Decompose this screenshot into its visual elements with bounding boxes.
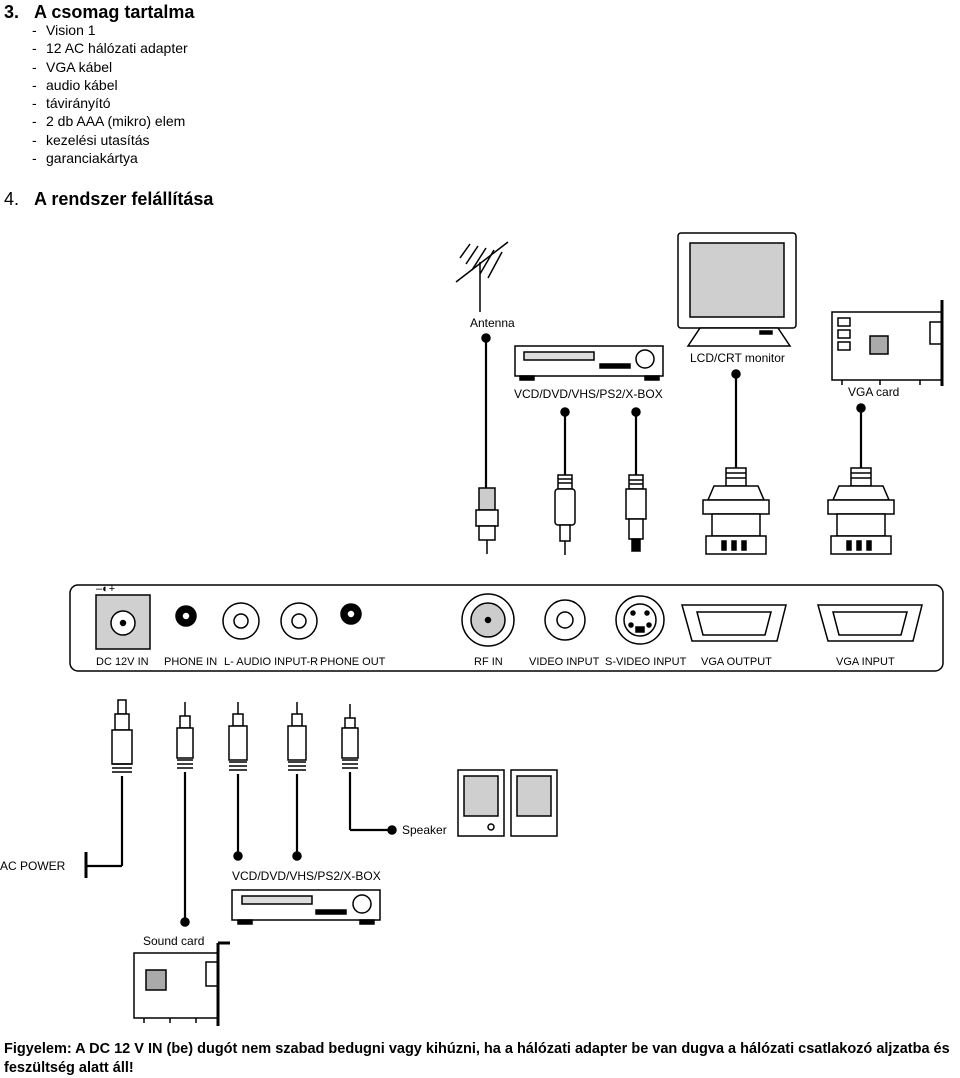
- vga-plug-monitor-icon: [702, 467, 770, 555]
- back-panel: [69, 584, 944, 672]
- section-3-heading: 3. A csomag tartalma: [4, 2, 194, 23]
- port-label: L- AUDIO INPUT-R: [224, 656, 318, 668]
- list-item: VGA kábel: [32, 58, 188, 76]
- bottom-player-icon: [231, 889, 381, 925]
- section-3-title: A csomag tartalma: [34, 2, 195, 22]
- section-4-heading: 4. A rendszer felállítása: [4, 189, 213, 210]
- list-item: kezelési utasítás: [32, 131, 188, 149]
- port-label: VIDEO INPUT: [529, 656, 600, 668]
- phone-plug-icon: [176, 702, 194, 927]
- phone-out-plug-icon: [341, 704, 397, 835]
- list-item: 2 db AAA (mikro) elem: [32, 112, 188, 130]
- list-item: 12 AC hálózati adapter: [32, 39, 188, 57]
- list-item: audio kábel: [32, 76, 188, 94]
- port-label: VGA OUTPUT: [701, 656, 772, 668]
- port-label: PHONE IN: [164, 656, 217, 668]
- port-label: RF IN: [474, 656, 503, 668]
- sound-card-label: Sound card: [143, 934, 204, 948]
- list-item: Vision 1: [32, 21, 188, 39]
- rf-plug-icon: [475, 487, 499, 554]
- connection-diagram: Antenna VCD/DVD/VHS/PS2/X-BOX LCD/CRT mo…: [0, 232, 944, 1026]
- port-label: DC 12V IN: [96, 656, 149, 668]
- top-player-label: VCD/DVD/VHS/PS2/X-BOX: [514, 387, 663, 401]
- dc-plug-icon: [84, 699, 133, 878]
- list-item: távirányító: [32, 94, 188, 112]
- monitor-label: LCD/CRT monitor: [690, 351, 785, 365]
- section-3-number: 3.: [4, 2, 20, 22]
- port-label: S-VIDEO INPUT: [605, 656, 687, 668]
- package-contents-list: Vision 1 12 AC hálózati adapter VGA kábe…: [32, 21, 188, 167]
- polarity-symbol: –◐+: [96, 583, 115, 595]
- sound-card-icon: [133, 941, 230, 1026]
- top-player-icon: [514, 345, 664, 381]
- vga-plug-card-icon: [827, 467, 895, 555]
- audio-l-plug-icon: [228, 702, 248, 861]
- audio-r-plug-icon: [287, 702, 307, 861]
- panel-labels: –◐+ DC 12V IN PHONE IN L- AUDIO INPUT-R …: [96, 583, 895, 668]
- port-label: VGA INPUT: [836, 656, 895, 668]
- list-item: garanciakártya: [32, 149, 188, 167]
- rca-plug-icon: [554, 474, 576, 555]
- speaker-icon: [457, 769, 558, 837]
- port-label: PHONE OUT: [320, 656, 386, 668]
- vga-card-icon: [831, 300, 944, 386]
- section-4-title: A rendszer felállítása: [34, 189, 214, 209]
- bottom-player-label: VCD/DVD/VHS/PS2/X-BOX: [232, 869, 381, 883]
- ac-power-label: AC POWER: [0, 859, 66, 873]
- antenna-label: Antenna: [470, 316, 515, 330]
- antenna-icon: [455, 241, 509, 312]
- svideo-plug-icon: [625, 474, 647, 552]
- monitor-icon: [677, 232, 797, 347]
- warning-text: Figyelem: A DC 12 V IN (be) dugót nem sz…: [4, 1041, 950, 1076]
- speaker-label: Speaker: [402, 823, 447, 837]
- vga-card-label: VGA card: [848, 385, 899, 399]
- section-4-number: 4.: [4, 189, 20, 209]
- top-cables: [481, 333, 866, 488]
